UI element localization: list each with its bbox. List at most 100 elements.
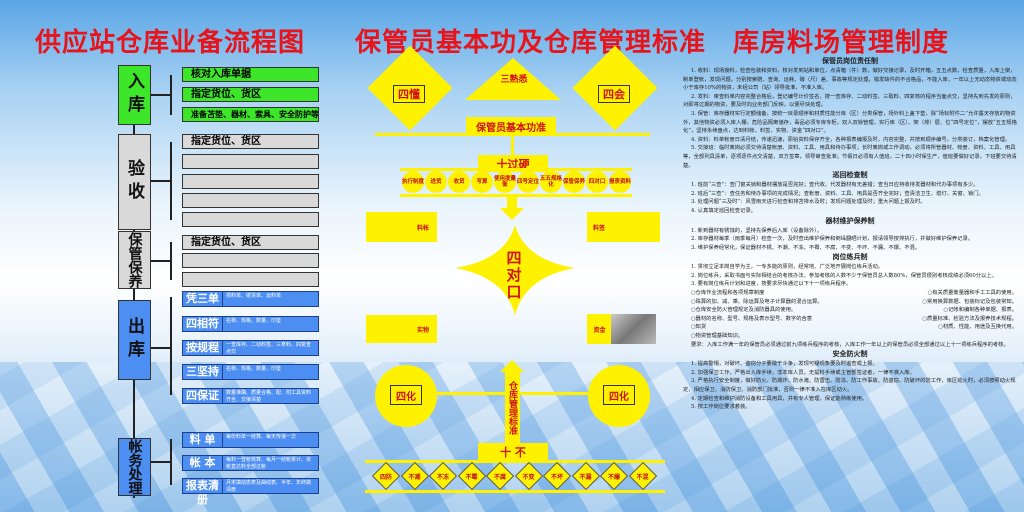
ten-hard-item: 使用度量衡 xyxy=(494,171,516,193)
category-storage: 保管保养 xyxy=(118,231,151,289)
outbound-item: 按规程一查库存、二动料签、三拿料、四复查点交 xyxy=(182,340,319,356)
inspection-item xyxy=(182,174,319,189)
category-inspection: 验收 xyxy=(118,134,151,230)
four-can-label: 四会 xyxy=(598,85,630,103)
drill-list-row: ○珠算的加、减、乘、除运算及电子计算器的混合运算。○常用换算数据、包装标记及包装… xyxy=(683,298,1017,307)
item-desc: 每料一登帐核算、每月一结帐累计、资帐直达料全部过帐 xyxy=(226,457,312,470)
item-key: 料 单 xyxy=(183,433,223,447)
rule-paragraph: 4. 认真填定巡回检查记录。 xyxy=(690,207,756,214)
arrow-down-icon xyxy=(507,197,517,209)
drill-list-row: ○器材的名称、型号、规格及表示型号、数字的含意 ○质量标准、检验方法及报养技术规程… xyxy=(683,315,1017,324)
inspection-item: 指定货位、货区 xyxy=(182,134,319,149)
drill-list-item: ○仓库作业流程和各项规章制度 xyxy=(690,290,765,297)
rule-section-title: 巡回检查制 xyxy=(832,171,868,180)
rule-paragraph: 2. 加强保卫工作，严格出入库手续，非本库人员，无提料手续或主管部签证者，一律不… xyxy=(690,369,915,376)
rule-paragraph: 4. 定期检查和维护消防设备和工具用具，并有专人管理，保证能熟练使用。 xyxy=(690,395,868,402)
item-desc: 名称、规格、数量、印鉴 xyxy=(226,318,282,324)
connector xyxy=(151,180,171,182)
drill-list-item: ○仓库安全防火管理规定及消防器具的使用。 xyxy=(690,307,797,314)
ten-no-item: 不变 xyxy=(522,474,535,481)
rule-paragraph: 5. 交接班：临时离岗必须交待清楚帐册、资料、工具、用具和待办事项；长时离岗或工… xyxy=(683,145,1017,169)
drill-list-row: ○物资管理基础知识。 xyxy=(683,332,1017,341)
rule-paragraph: 1. 贯彻立足本岗自学为主，一专多能的原则，经常地、广泛地开展岗位练兵活动。 xyxy=(690,264,884,271)
ten-hard-item: 执行制度 xyxy=(402,171,424,193)
drill-list-item: ○物资管理基础知识。 xyxy=(690,333,744,340)
connector xyxy=(151,461,171,463)
connector xyxy=(151,347,171,349)
ten-hard-item: 四对口 xyxy=(586,171,608,193)
basic-skills-bar: 保管员基本功准 xyxy=(466,117,556,135)
inbound-item: 核对入库单据 xyxy=(182,67,319,82)
ten-no-item: 不爆 xyxy=(607,474,620,481)
inspection-item xyxy=(182,193,319,208)
item-key: 三坚持 xyxy=(183,365,223,379)
connector-bar xyxy=(400,194,632,197)
item-key: 四保证 xyxy=(183,389,223,403)
rules-panel: 保管员岗位责任制 1. 收料：现场接料，检查包装和资料，核对发到站和单位，点清箱（… xyxy=(683,56,1017,412)
connector xyxy=(170,75,172,115)
tag-box: 料签 xyxy=(587,212,660,242)
ten-hard-item: 写算 xyxy=(471,171,493,193)
accounting-item: 料 单每份料单一结算、每天传递一次 xyxy=(182,432,319,448)
rule-section-title: 安全防火制 xyxy=(832,350,868,359)
funds-box: 资金 xyxy=(587,314,612,344)
three-familiar-label: 三熟悉 xyxy=(500,75,528,85)
item-desc: 一查库存、二动料签、三拿料、四复查点交 xyxy=(226,342,312,355)
ten-no-item: 不混 xyxy=(636,474,649,481)
rule-section-title: 岗位练兵制 xyxy=(832,253,868,262)
connector-bar xyxy=(365,490,665,493)
rule-section-title: 保管员岗位责任制 xyxy=(822,57,878,65)
connector xyxy=(511,135,514,157)
inspection-item xyxy=(182,212,319,227)
ten-no-item: 不霉 xyxy=(465,474,478,481)
drill-list-row: ○仓库作业流程和各项规章制度○有关质量衡量器和手工工具的使用。 xyxy=(683,289,1017,298)
item-desc: 数量准确、质量合格、配、附工具资料齐全、交接清楚 xyxy=(226,390,312,403)
left-title: 供应站仓库业备流程图 xyxy=(35,28,306,58)
item-desc: 领料单、拨货单、运料单 xyxy=(226,293,282,299)
item-key: 四相符 xyxy=(183,317,223,331)
rule-paragraph: 2. 发料：审查料单内容完整合格后，登记编号计价签名，按一查库存、二动料签、三取… xyxy=(683,93,1016,109)
three-familiar-triangle xyxy=(465,58,561,100)
drill-list-item: ○质量标准、检验方法及报养技术规程。 xyxy=(922,315,1017,322)
ten-hard-label: 十过硬 xyxy=(478,155,548,172)
storage-item xyxy=(182,272,319,287)
storage-item: 指定货位、货区 xyxy=(182,235,319,250)
four-understand-label: 四懂 xyxy=(393,85,425,103)
four-match-label: 四对口 xyxy=(506,249,522,301)
connector xyxy=(170,142,172,220)
outbound-item: 凭三单领料单、拨货单、运料单 xyxy=(182,291,319,307)
rule-paragraph: 1. 新到器材有锈蚀的，坚持先保养后入库（设备除外）。 xyxy=(690,227,823,234)
drill-list-item: ○珠算的加、减、乘、除运算及电子计算器的混合运算。 xyxy=(690,298,823,305)
ledger-box: 料帐 xyxy=(366,212,437,242)
rule-paragraph: 3. 处理问题“三及时”：风雪雨天进行检查和排苫排水及时；发现问题处理及时；重大… xyxy=(690,199,926,206)
outbound-item: 四保证数量准确、质量合格、配、附工具资料齐全、交接清楚 xyxy=(182,388,319,404)
ten-hard-item: 收货 xyxy=(448,171,470,193)
rule-paragraph: 1. 提高警惕，对破坏、盗窃分子要敢于斗争，发现可疑现象要及时追查或上报。 xyxy=(690,361,878,368)
rule-paragraph: 2. 班后“三查”：查任务和待办事项的完成情况；查帐册、资料、工具、用具是否齐全… xyxy=(690,190,984,197)
category-inbound: 入库 xyxy=(118,65,151,125)
drill-list-item: ○器材的名称、型号、规格及表示型号、数字的含意 xyxy=(690,315,813,322)
rule-paragraph: 3. 要有岗位练兵计划和进度，按要求尽快通过以下十一项练兵程序。 xyxy=(690,281,852,288)
item-key: 凭三单 xyxy=(183,292,223,306)
inspection-item xyxy=(182,154,319,169)
rule-paragraph: 2. 岗位练兵，采取书面与实际相结合的考核办法，参加考核的人数不少于保管员总人数… xyxy=(690,272,997,279)
item-desc: 月末填动态表及曲线表、半年、年终做清册 xyxy=(226,480,312,493)
four-ize-label: 四化 xyxy=(603,385,635,405)
drill-list-row: ○知货○材质、性能、用途及互换代用。 xyxy=(683,323,1017,332)
ten-hard-item: 四号定位 xyxy=(517,171,539,193)
connector xyxy=(170,439,172,485)
drill-list-item: ○材质、性能、用途及互换代用。 xyxy=(938,324,1017,331)
ten-no-item: 不腐 xyxy=(493,474,506,481)
arrow-up-icon xyxy=(500,360,524,372)
rule-section-title: 器材维护保养制 xyxy=(825,216,875,225)
outbound-item: 三坚持名称、规格、数量、印鉴 xyxy=(182,364,319,380)
item-key: 帐 本 xyxy=(183,456,223,470)
connector xyxy=(170,242,172,280)
rule-paragraph: 3. 保管：库存器材实行定额储备，按统一目录顺序和材质性能分库（区）分类保管，场… xyxy=(683,110,1017,135)
rule-paragraph: 1. 收料：现场接料，检查包装和资料，核对发到站和单位，点清箱（件）数，做好交接… xyxy=(683,68,1017,92)
ten-no-item: 不坏 xyxy=(550,474,563,481)
category-accounting: 帐务处理 xyxy=(118,438,151,496)
item-desc: 名称、规格、数量、印鉴 xyxy=(226,366,282,372)
connector xyxy=(151,94,171,96)
arrow-down-icon xyxy=(500,208,524,220)
